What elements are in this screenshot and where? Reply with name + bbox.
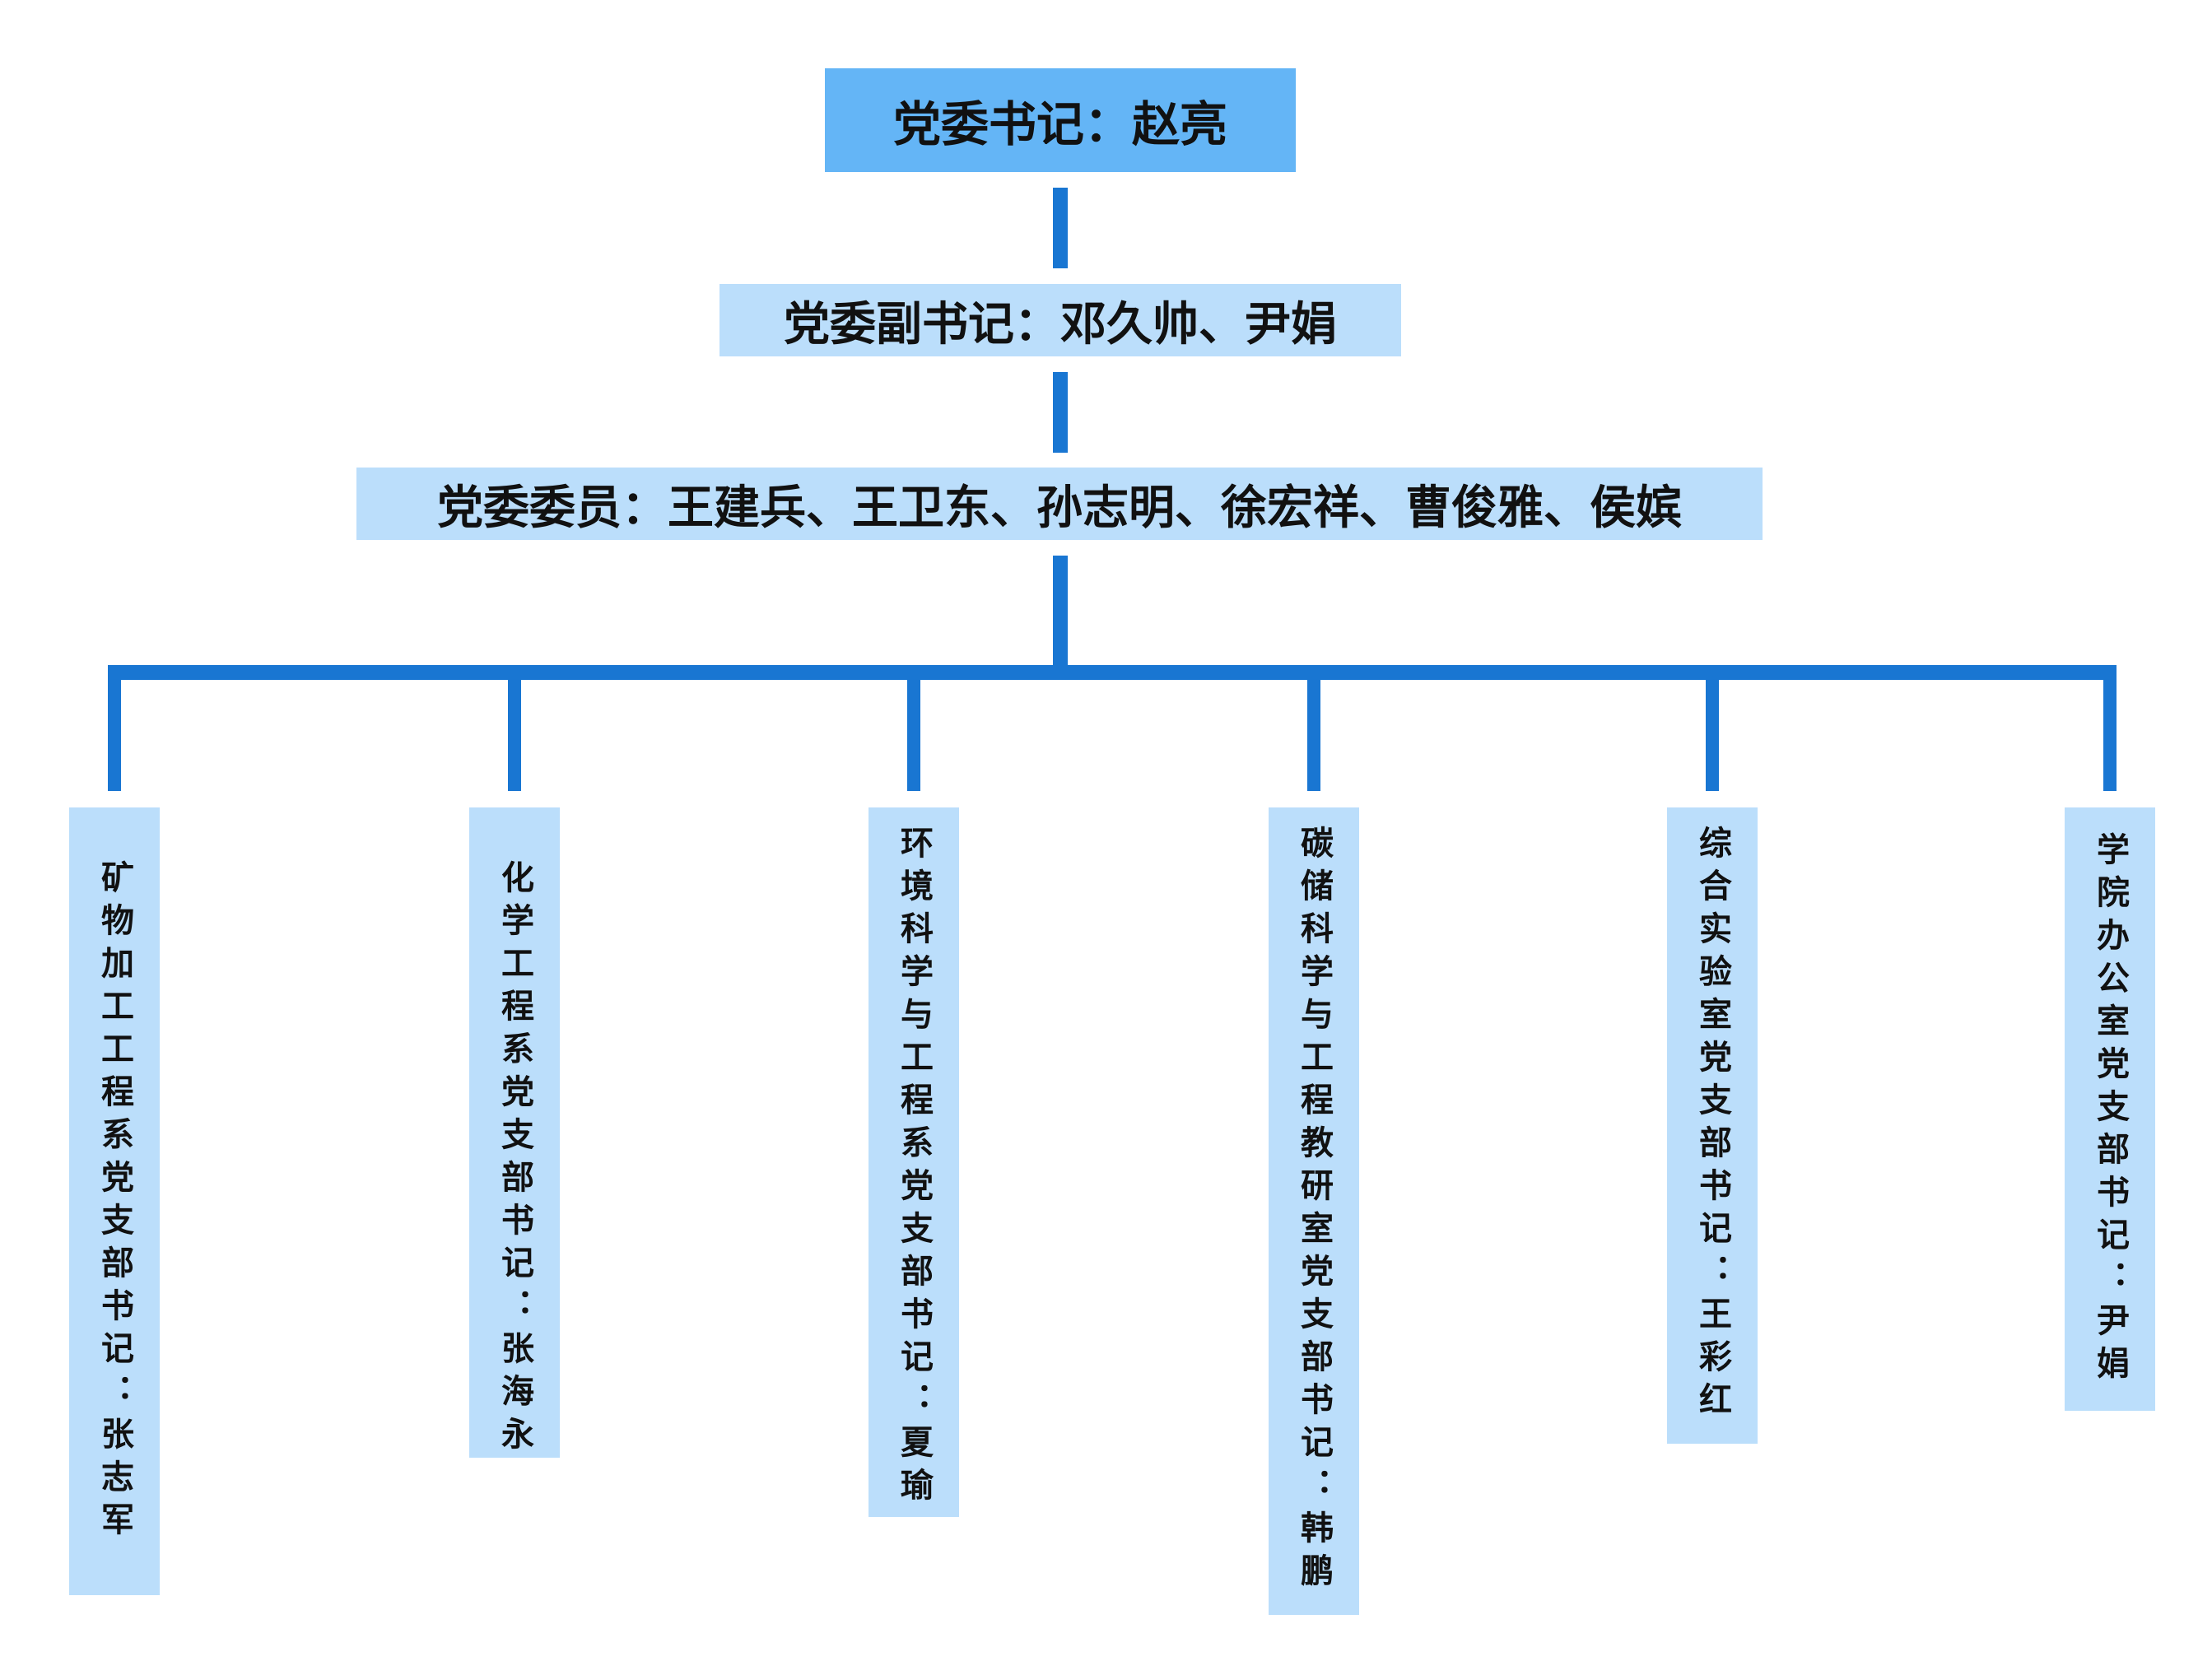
branch-label-comprehensive-lab: 综合实验室党支部书记：王彩红	[1693, 826, 1731, 1425]
deputy-secretary-box: 党委副书记：邓久帅、尹娟	[719, 284, 1401, 356]
branch-box-mineral-processing: 矿物加工工程系党支部书记：张志军	[69, 807, 160, 1595]
committee-members-box: 党委委员：王建兵、王卫东、孙志明、徐宏祥、曹俊雅、侯嫔	[356, 468, 1763, 540]
branch-box-chemical-engineering: 化学工程系党支部书记：张海永	[469, 807, 560, 1459]
connector-branch-5	[1706, 665, 1719, 791]
branch-box-college-office: 学院办公室党支部书记：尹娟	[2065, 807, 2155, 1411]
connector-horizontal-bus	[108, 665, 2112, 680]
party-secretary-label: 党委书记：赵亮	[892, 96, 1227, 152]
branch-box-comprehensive-lab: 综合实验室党支部书记：王彩红	[1667, 807, 1758, 1444]
connector-branch-6	[2103, 665, 2117, 791]
connector-branch-2	[508, 665, 521, 791]
connector-branch-3	[907, 665, 920, 791]
branch-label-environmental-science: 环境科学与工程系党支部书记：夏瑜	[895, 826, 933, 1510]
party-secretary-box: 党委书记：赵亮	[825, 68, 1296, 172]
branch-label-carbon-storage: 碳储科学与工程教研室党支部书记：韩鹏	[1295, 826, 1333, 1596]
branch-box-carbon-storage: 碳储科学与工程教研室党支部书记：韩鹏	[1269, 807, 1359, 1615]
branch-label-chemical-engineering: 化学工程系党支部书记：张海永	[496, 860, 533, 1459]
committee-members-label: 党委委员：王建兵、王卫东、孙志明、徐宏祥、曹俊雅、侯嫔	[437, 481, 1682, 535]
deputy-secretary-label: 党委副书记：邓久帅、尹娟	[784, 297, 1337, 351]
connector-branch-4	[1307, 665, 1320, 791]
connector-deputy-members	[1053, 372, 1068, 453]
branch-label-mineral-processing: 矿物加工工程系党支部书记：张志军	[95, 860, 133, 1545]
connector-members-bus	[1053, 556, 1068, 674]
branch-label-college-office: 学院办公室党支部书记：尹娟	[2091, 832, 2129, 1389]
connector-top-deputy	[1053, 188, 1068, 268]
connector-branch-1	[108, 665, 121, 791]
branch-box-environmental-science: 环境科学与工程系党支部书记：夏瑜	[869, 807, 959, 1517]
